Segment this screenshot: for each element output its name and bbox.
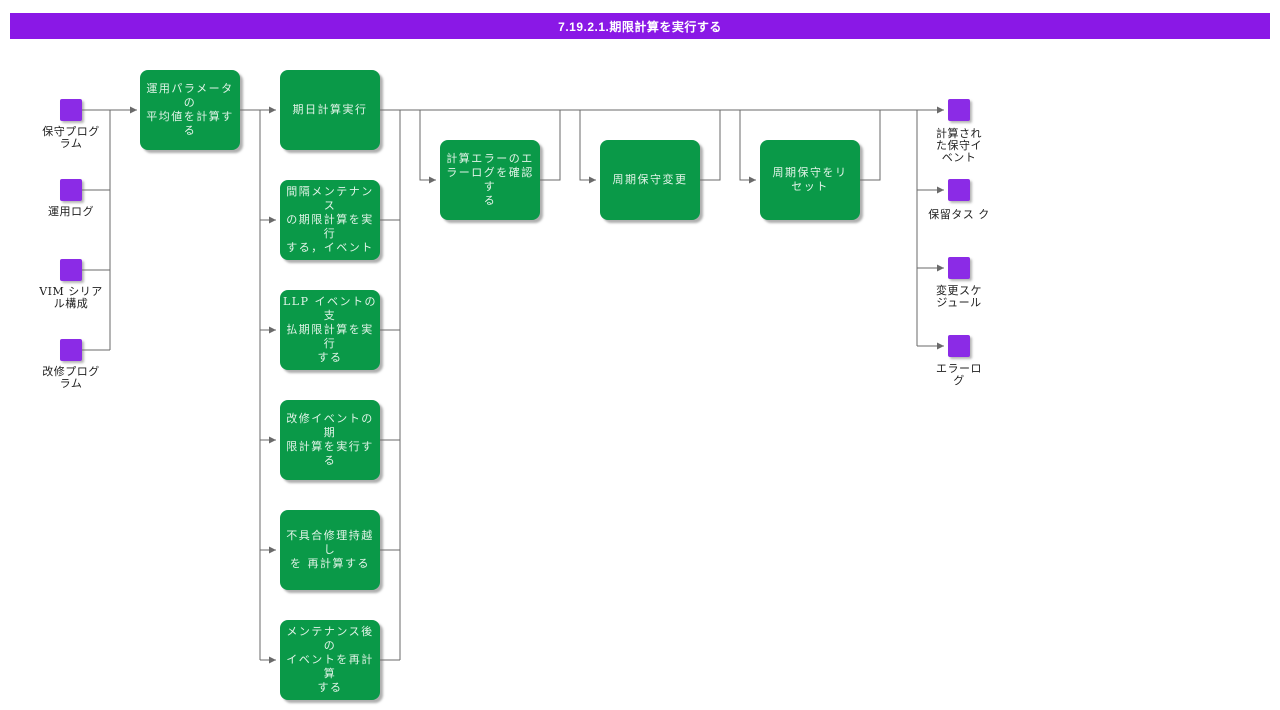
process-interval-maintenance: 間隔メンテナンス の期限計算を実行 する，イベント — [280, 180, 380, 260]
input-label-modification-program: 改修プログ ラム — [42, 365, 100, 390]
process-average-params: 運用パラメータの 平均値を計算する — [140, 70, 240, 150]
process-average-params-label: 運用パラメータの 平均値を計算する — [146, 82, 234, 137]
input-label-maintenance-program: 保守プログ ラム — [42, 125, 100, 150]
process-post-maintenance-recalc: メンテナンス後の イベントを再計算 する — [280, 620, 380, 700]
output-icon-pending-tasks — [948, 179, 970, 201]
process-due-date-calc-label: 期日計算実行 — [292, 103, 368, 116]
input-label-vim-serial-config: VIM シリア ル構成 — [39, 285, 103, 310]
process-defect-carryover: 不具合修理持越し を 再計算する — [280, 510, 380, 590]
process-defect-carryover-label: 不具合修理持越し を 再計算する — [286, 529, 374, 570]
input-icon-vim-serial-config — [60, 259, 82, 281]
process-llp-payment: LLP イベントの支 払期限計算を実行 する — [280, 290, 380, 370]
output-icon-calculated-maintenance-events — [948, 99, 970, 121]
process-periodic-maintenance-reset: 周期保守をリ セット — [760, 140, 860, 220]
output-icon-error-log — [948, 335, 970, 357]
input-icon-modification-program — [60, 339, 82, 361]
process-modification-events: 改修イベントの期 限計算を実行する — [280, 400, 380, 480]
output-label-calculated-maintenance-events: 計算され た保守イ ベント — [936, 127, 982, 164]
process-periodic-maintenance-change-label: 周期保守変更 — [612, 173, 688, 186]
process-periodic-maintenance-reset-label: 周期保守をリ セット — [772, 166, 848, 193]
page-title: 7.19.2.1.期限計算を実行する — [558, 19, 722, 34]
title-bar: 7.19.2.1.期限計算を実行する — [10, 13, 1270, 39]
output-label-pending-tasks: 保留タス ク — [928, 208, 990, 221]
process-periodic-maintenance-change: 周期保守変更 — [600, 140, 700, 220]
input-icon-operation-log — [60, 179, 82, 201]
process-llp-payment-label: LLP イベントの支 払期限計算を実行 する — [282, 295, 377, 364]
output-label-error-log: エラーロ グ — [936, 362, 982, 387]
process-check-error-log: 計算エラーのエ ラーログを確認す る — [440, 140, 540, 220]
input-label-operation-log: 運用ログ — [48, 205, 94, 218]
output-label-change-schedule: 変更スケ ジュール — [936, 284, 982, 309]
process-post-maintenance-recalc-label: メンテナンス後の イベントを再計算 する — [286, 625, 374, 694]
process-interval-maintenance-label: 間隔メンテナンス の期限計算を実行 する，イベント — [286, 185, 374, 254]
process-due-date-calc: 期日計算実行 — [280, 70, 380, 150]
process-modification-events-label: 改修イベントの期 限計算を実行する — [286, 412, 374, 467]
output-icon-change-schedule — [948, 257, 970, 279]
input-icon-maintenance-program — [60, 99, 82, 121]
process-check-error-log-label: 計算エラーのエ ラーログを確認す る — [446, 152, 534, 207]
